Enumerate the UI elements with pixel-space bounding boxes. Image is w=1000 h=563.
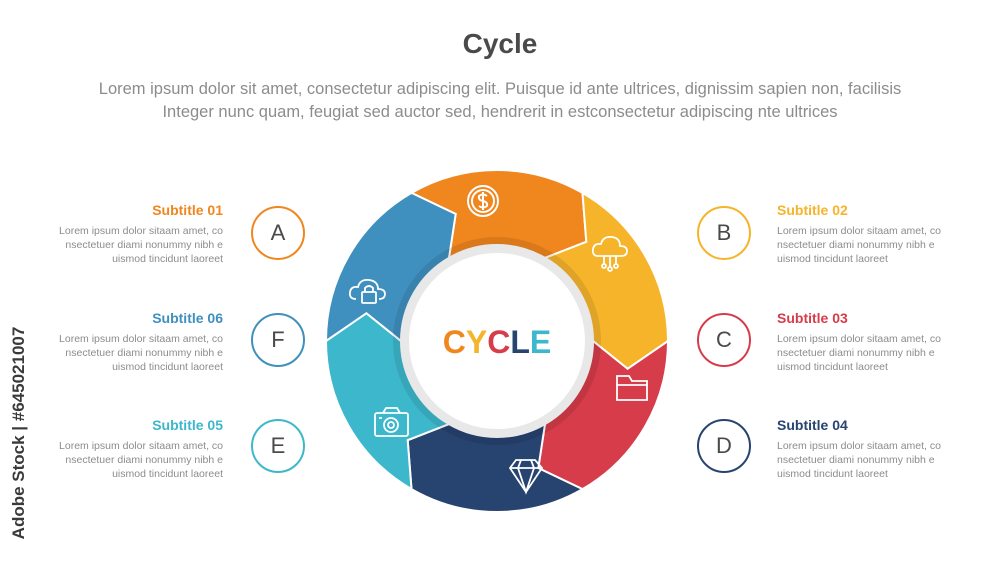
item-b: Subtitle 02 Lorem ipsum dolor sitaam ame…: [777, 202, 952, 272]
item-a-subtitle: Subtitle 01: [152, 202, 223, 218]
item-f: Subtitle 06 Lorem ipsum dolor sitaam ame…: [48, 310, 223, 380]
item-f-line-2: nsectetuer diami nonummy nibh e: [65, 347, 223, 359]
item-d-text: Lorem ipsum dolor sitaam amet, co nsecte…: [777, 439, 952, 481]
item-f-text: Lorem ipsum dolor sitaam amet, co nsecte…: [48, 332, 223, 374]
item-c: Subtitle 03 Lorem ipsum dolor sitaam ame…: [777, 310, 952, 380]
item-d-line-1: Lorem ipsum dolor sitaam amet, co: [777, 440, 941, 452]
item-a: Subtitle 01 Lorem ipsum dolor sitaam ame…: [48, 202, 223, 272]
camera-icon: [374, 407, 409, 437]
item-f-line-3: uismod tincidunt laoreet: [112, 361, 223, 373]
item-b-text: Lorem ipsum dolor sitaam amet, co nsecte…: [777, 224, 952, 266]
badge-d: D: [697, 419, 751, 473]
description-line-2: Integer nunc quam, feugiat sed auctor se…: [162, 103, 838, 121]
badge-c: C: [697, 313, 751, 367]
item-d: Subtitle 04 Lorem ipsum dolor sitaam ame…: [777, 417, 952, 487]
badge-f: F: [251, 313, 305, 367]
item-e-text: Lorem ipsum dolor sitaam amet, co nsecte…: [48, 439, 223, 481]
wheel-inner-shadow: [393, 237, 601, 445]
segment-f: [324, 191, 457, 344]
item-f-line-1: Lorem ipsum dolor sitaam amet, co: [59, 333, 223, 345]
diamond-icon: [508, 459, 544, 495]
item-c-line-2: nsectetuer diami nonummy nibh e: [777, 347, 935, 359]
item-a-text: Lorem ipsum dolor sitaam amet, co nsecte…: [48, 224, 223, 266]
description-line-1: Lorem ipsum dolor sit amet, consectetur …: [98, 80, 902, 98]
badge-a: A: [251, 206, 305, 260]
page-description: Lorem ipsum dolor sit amet, consectetur …: [40, 78, 960, 124]
item-f-subtitle: Subtitle 06: [152, 310, 223, 326]
cloud-network-icon: [591, 235, 628, 272]
item-c-line-1: Lorem ipsum dolor sitaam amet, co: [777, 333, 941, 345]
item-c-subtitle: Subtitle 03: [777, 310, 848, 326]
badge-b: B: [697, 206, 751, 260]
center-letter-3: C: [487, 324, 510, 360]
dollar-coin-icon: [467, 185, 499, 217]
badge-e: E: [251, 419, 305, 473]
item-b-subtitle: Subtitle 02: [777, 202, 848, 218]
item-d-line-2: nsectetuer diami nonummy nibh e: [777, 454, 935, 466]
center-letter-5: E: [530, 324, 551, 360]
center-letter-4: L: [510, 324, 530, 360]
item-d-line-3: uismod tincidunt laoreet: [777, 468, 888, 480]
center-label: CYCLE: [443, 324, 551, 360]
folder-icon: [616, 375, 648, 401]
item-d-subtitle: Subtitle 04: [777, 417, 848, 433]
item-b-line-1: Lorem ipsum dolor sitaam amet, co: [777, 225, 941, 237]
item-b-line-2: nsectetuer diami nonummy nibh e: [777, 239, 935, 251]
wheel-segments: [324, 169, 670, 513]
center-letter-2: Y: [466, 324, 487, 360]
page-title: Cycle: [462, 28, 538, 59]
item-e-line-2: nsectetuer diami nonummy nibh e: [65, 454, 223, 466]
cloud-lock-icon: [348, 278, 386, 304]
item-e-subtitle: Subtitle 05: [152, 417, 223, 433]
item-e: Subtitle 05 Lorem ipsum dolor sitaam ame…: [48, 417, 223, 487]
watermark: Adobe Stock | #645021007: [9, 327, 28, 540]
item-c-text: Lorem ipsum dolor sitaam amet, co nsecte…: [777, 332, 952, 374]
item-b-line-3: uismod tincidunt laoreet: [777, 253, 888, 265]
item-e-line-1: Lorem ipsum dolor sitaam amet, co: [59, 440, 223, 452]
item-e-line-3: uismod tincidunt laoreet: [112, 468, 223, 480]
item-a-line-2: nsectetuer diami nonummy nibh e: [65, 239, 223, 251]
wheel-center: [409, 253, 585, 429]
item-c-line-3: uismod tincidunt laoreet: [777, 361, 888, 373]
center-letter-1: C: [443, 324, 466, 360]
item-a-line-1: Lorem ipsum dolor sitaam amet, co: [59, 225, 223, 237]
item-a-line-3: uismod tincidunt laoreet: [112, 253, 223, 265]
watermark-text: Adobe Stock | #645021007: [9, 327, 28, 540]
